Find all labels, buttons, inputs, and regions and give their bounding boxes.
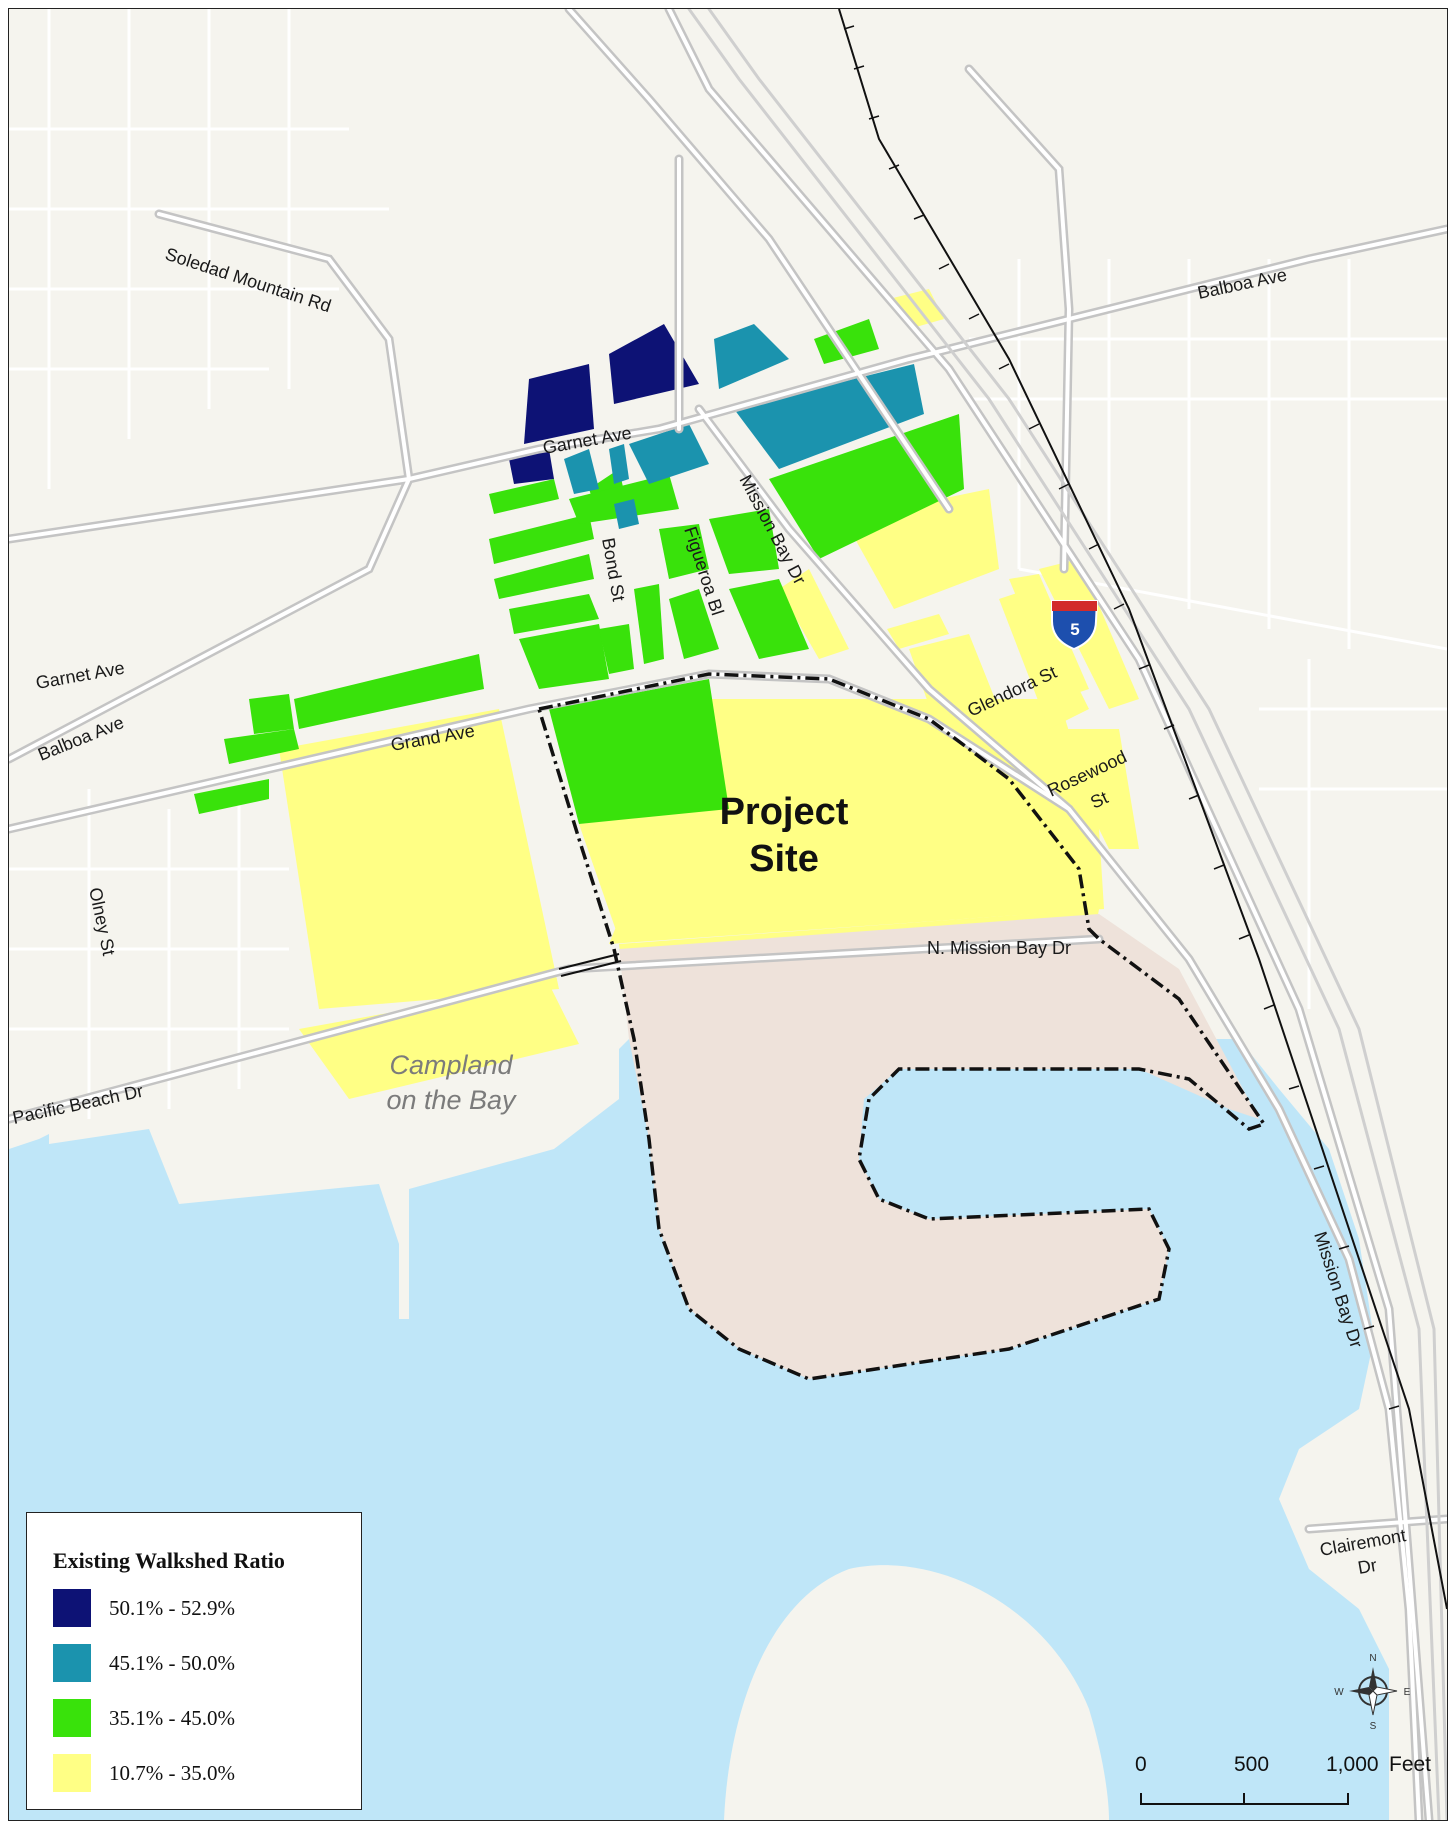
label-n-mission-bay: N. Mission Bay Dr (927, 938, 1071, 958)
walkshed-green (194, 319, 964, 824)
interstate-number: 5 (1070, 620, 1079, 639)
scale-bar: 0 500 1,000 Feet (1134, 1749, 1447, 1819)
legend-label: 35.1% - 45.0% (109, 1705, 235, 1730)
legend-swatch (53, 1644, 91, 1682)
compass-s: S (1370, 1721, 1377, 1732)
map-canvas[interactable]: Soledad Mountain Rd Balboa Ave Garnet Av… (9, 9, 1447, 1820)
legend-item: 45.1% - 50.0% (53, 1643, 235, 1683)
label-clairemont-2: Dr (1356, 1555, 1378, 1578)
legend: Existing Walkshed Ratio 50.1% - 52.9% 45… (26, 1512, 362, 1810)
legend-swatch (53, 1589, 91, 1627)
railway-ticks (843, 25, 1400, 1410)
legend-label: 45.1% - 50.0% (109, 1650, 235, 1675)
legend-swatch (53, 1754, 91, 1792)
label-rosewood-2: St (1087, 787, 1111, 812)
railway (838, 9, 1447, 1610)
scale-bar-graphic (1140, 1793, 1349, 1805)
legend-item: 35.1% - 45.0% (53, 1698, 235, 1738)
bridge (558, 953, 622, 977)
compass-w: W (1334, 1687, 1344, 1698)
project-site-boundary[interactable] (536, 672, 1267, 1381)
legend-item: 50.1% - 52.9% (53, 1588, 235, 1628)
east-shore (1259, 1039, 1447, 1820)
campland-label-line1: Campland (389, 1050, 513, 1080)
scale-tick-500: 500 (1234, 1753, 1270, 1776)
legend-label: 10.7% - 35.0% (109, 1760, 235, 1785)
legend-title: Existing Walkshed Ratio (53, 1548, 285, 1573)
walkshed-teal (564, 324, 924, 529)
fiesta-island (724, 1565, 1109, 1820)
compass-n: N (1369, 1653, 1376, 1664)
scale-unit: Feet (1389, 1753, 1432, 1776)
scale-tick-1000: 1,000 (1326, 1753, 1379, 1776)
compass-e: E (1404, 1687, 1411, 1698)
legend-swatch (53, 1699, 91, 1737)
legend-item: 10.7% - 35.0% (53, 1753, 235, 1793)
project-site-label-line1: Project (720, 791, 849, 833)
map-frame: Soledad Mountain Rd Balboa Ave Garnet Av… (8, 8, 1448, 1821)
campland-label-line2: on the Bay (386, 1085, 517, 1115)
major-roads (9, 9, 1447, 1820)
scale-tick-0: 0 (1135, 1753, 1147, 1776)
interstate-5-shield-icon: 5 (1051, 600, 1099, 651)
compass-rose-icon: N S E W (1334, 1653, 1411, 1732)
legend-label: 50.1% - 52.9% (109, 1595, 235, 1620)
project-site-land (619, 914, 1259, 1379)
project-site-label-line2: Site (749, 838, 819, 880)
